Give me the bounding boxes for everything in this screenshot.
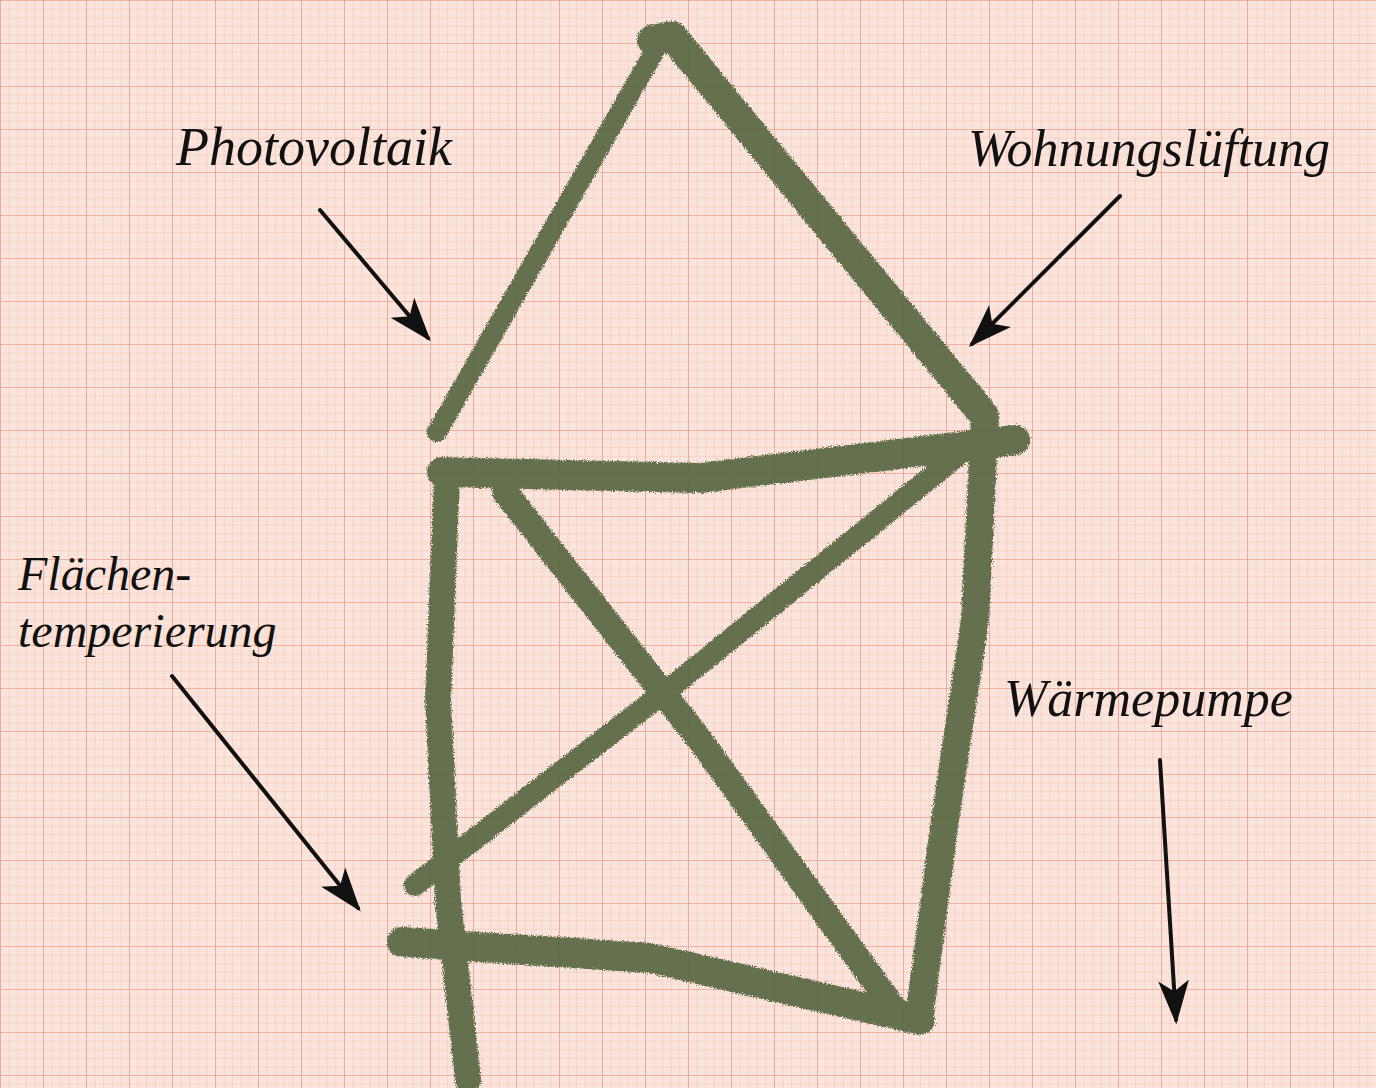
callout-label: Flächen- temperierung [18,546,318,659]
diagonal [415,452,962,885]
callout-label: Photovoltaik [176,116,452,180]
leader-arrow [172,676,358,908]
roof-right [652,36,978,408]
callout-label: Wärmepumpe [1004,668,1293,729]
callout-label: Wohnungslüftung [968,118,1330,179]
leader-arrow [1160,760,1176,1020]
house-strokes [402,36,1015,1080]
roof-left [437,38,662,432]
right-wall [920,415,985,1012]
leader-arrow [320,210,428,338]
diagonal [505,492,895,1010]
leader-arrows [172,196,1176,1020]
leader-arrow [972,196,1120,344]
left-wall [438,475,468,1080]
